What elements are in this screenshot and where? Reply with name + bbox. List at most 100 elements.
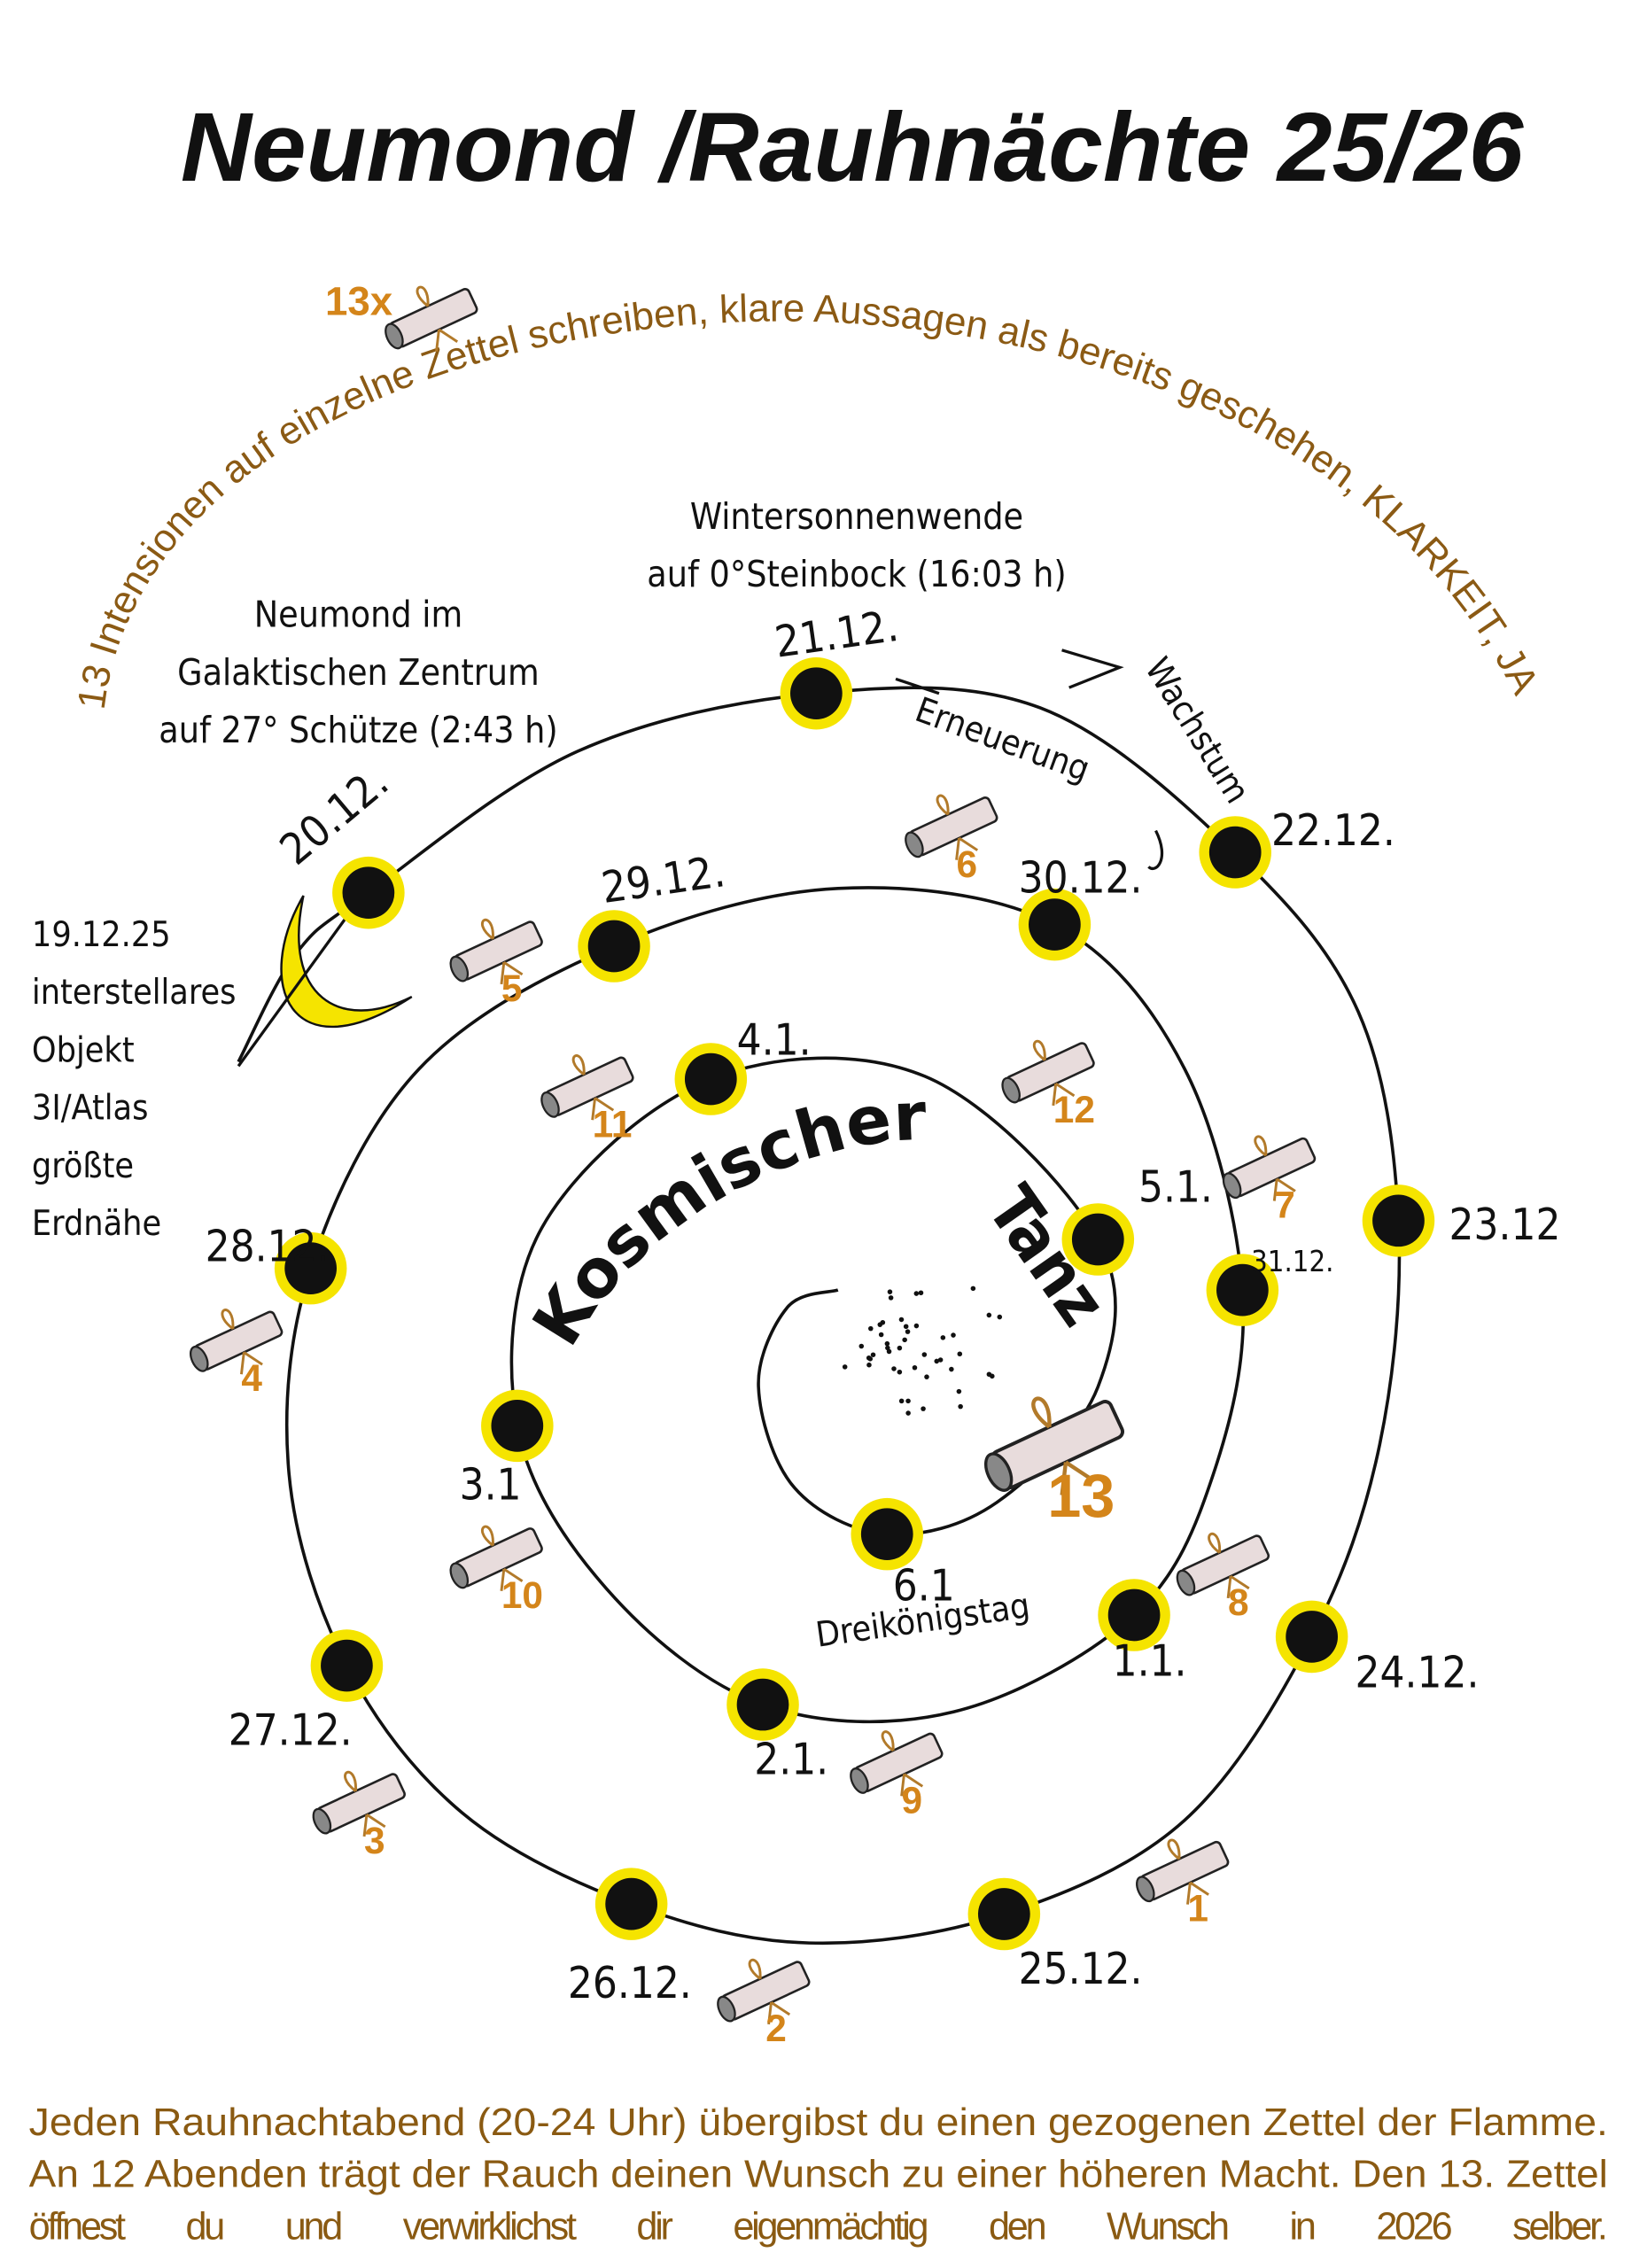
date-label: 24.12. [1356,1648,1480,1698]
date-label: 6.1 [893,1561,955,1612]
date-label: 1.1. [1113,1635,1187,1686]
scroll-icon [312,1770,406,1837]
sun-marker-20.12. [332,856,405,929]
star-dot [912,1364,918,1371]
star-dots [842,1285,1003,1416]
star-dot [986,1312,992,1318]
page-title: Neumond /Rauhnächte 25/26 [181,93,1525,202]
hatched-sun-icon [1372,1194,1425,1247]
date-label: 31.12. [1251,1245,1333,1278]
scroll-number: 2 [765,2008,787,2049]
star-dot [918,1290,924,1296]
crescent-moon-icon [280,895,413,1029]
scroll-number: 11 [593,1103,633,1145]
star-dot [957,1351,963,1357]
hatched-sun-icon [860,1508,913,1561]
star-dot [934,1358,940,1364]
date-label: 3.1 [460,1460,522,1511]
scroll-icon [1001,1039,1095,1107]
bottom-text-line3: öffnest du und verwirklichst dir eigenmä… [29,2205,1608,2248]
hatched-sun-icon [1216,1263,1269,1317]
solstice-line2: auf 0°Steinbock (16:03 h) [647,553,1066,595]
hatched-sun-icon [587,920,641,973]
star-dot [898,1398,905,1404]
hatched-sun-icon [284,1242,337,1294]
new-moon-line1: Neumond im [254,594,462,636]
star-dot [866,1362,872,1368]
hatched-sun-icon [1286,1611,1338,1663]
star-dot [867,1356,874,1362]
scroll-number: 13 [1047,1462,1115,1530]
star-dot [921,1406,926,1411]
sun-marker-1.1. [1098,1579,1170,1651]
center-title: Kosmischer [517,1077,928,1359]
scroll-icon [1222,1135,1317,1201]
scroll-icon [189,1309,284,1375]
sun-marker-4.1. [674,1043,748,1115]
hatched-sun-icon [736,1678,789,1731]
scroll-icon [717,1958,811,2025]
star-dot [951,1332,956,1338]
sun-marker-3.1 [481,1389,554,1463]
moon-pointer-line [237,891,366,1068]
sun-marker-29.12. [578,910,650,983]
sun-marker-2.1. [726,1668,799,1741]
bottom-text-line2: An 12 Abenden trägt der Rauch deinen Wun… [29,2154,1608,2196]
object-note-line: 19.12.25 [32,915,171,955]
scroll-icon [983,1396,1125,1495]
date-label: 27.12. [229,1705,353,1756]
date-label: 4.1. [737,1014,812,1065]
date-label: 29.12. [598,846,727,913]
star-dot [898,1317,905,1323]
star-dot [903,1324,909,1330]
sun-marker-27.12. [310,1629,384,1702]
star-dot [897,1345,903,1351]
date-label: 5.1. [1138,1162,1213,1213]
star-dot [905,1398,911,1404]
scroll-number: 4 [241,1357,262,1399]
scroll-number: 10 [501,1574,543,1616]
hatched-sun-icon [789,667,843,720]
scroll-icon [540,1054,634,1121]
count-label: 13x [325,278,393,323]
scroll-icon [905,794,998,860]
sun-marker-21.12. [780,656,853,730]
sun-marker-25.12. [967,1877,1041,1951]
scroll-number: 7 [1274,1184,1295,1226]
star-dot [858,1343,865,1349]
hatched-sun-icon [1029,898,1081,951]
date-label: 20.12. [270,757,398,875]
growth-label: Wachstum [1137,651,1257,811]
scroll-icon [449,918,543,985]
star-dot [956,1388,962,1394]
star-dot [868,1325,874,1332]
object-note-line: Erdnähe [32,1204,161,1244]
sun-marker-28.12. [274,1231,347,1305]
star-dot [887,1289,893,1294]
new-moon-line2: Galaktischen Zentrum [177,651,540,694]
star-dot [888,1295,894,1301]
scroll-number: 1 [1187,1888,1208,1930]
star-dot [949,1366,954,1372]
star-dot [905,1329,911,1334]
sun-marker-23.12 [1362,1184,1435,1257]
hatched-sun-icon [1071,1213,1124,1266]
scroll-number: 3 [364,1820,385,1861]
star-dot [870,1352,876,1357]
renewal-label: Erneuerung [910,690,1094,790]
star-dot [970,1285,976,1292]
hatched-sun-icon [977,1888,1030,1940]
star-dot [921,1352,928,1357]
hatched-sun-icon [1208,826,1262,879]
star-dot [990,1373,995,1379]
star-dot [905,1410,911,1416]
sun-marker-30.12. [1018,888,1092,961]
date-label: 25.12. [1019,1944,1143,1994]
scroll-number: 8 [1228,1581,1249,1623]
star-dot [902,1337,907,1343]
date-label: 26.12. [568,1958,692,2008]
star-dot [897,1369,903,1375]
date-label: 23.12 [1449,1200,1561,1250]
